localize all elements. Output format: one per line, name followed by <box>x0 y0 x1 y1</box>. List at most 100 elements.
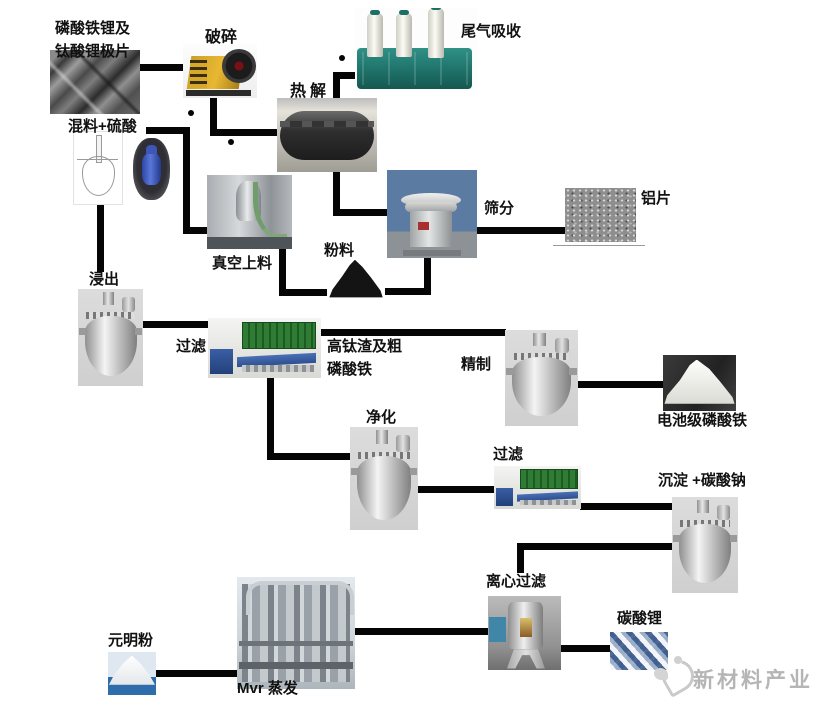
connector-mixer-top <box>146 127 190 134</box>
powder-label: 粉料 <box>324 242 355 259</box>
reactor-flange-shape <box>679 520 731 527</box>
connector-mix-to-leaching <box>97 202 104 272</box>
vacuum-feeder-image <box>207 175 292 249</box>
raw-material-line2: 钛酸锂极片 <box>55 43 131 61</box>
centrifuge-box-shape <box>489 616 506 642</box>
raw-material-line1: 磷酸铁锂及 <box>55 20 131 37</box>
connector-refine-to-product <box>577 381 665 388</box>
filter-press-screw-shape <box>241 364 315 372</box>
crusher-base-shape <box>185 90 252 96</box>
connector-precip-left <box>517 543 673 550</box>
sodium-sulfate-image <box>108 652 156 695</box>
electrode-scrap-image <box>50 50 140 114</box>
leaching-label: 浸出 <box>89 271 120 288</box>
filter-press-tank-shape <box>210 349 233 375</box>
sodium-sulfate-label: 元明粉 <box>108 632 154 649</box>
connector-kiln-up <box>333 72 340 102</box>
connector-press1-down <box>267 377 274 460</box>
connector-leach-to-press1 <box>142 321 210 328</box>
mvr-deck-shape <box>239 662 353 669</box>
white-powder-pile-shape <box>664 359 735 404</box>
reactor-nozzle-shape <box>135 327 142 335</box>
drawing-support-line <box>76 159 119 161</box>
leaching-reactor-image <box>78 289 143 386</box>
battery-grade-fepo4-image <box>663 355 736 411</box>
reactor-motor-shape <box>697 499 709 514</box>
aluminum-label: 铝片 <box>641 190 672 207</box>
connector-kiln-down <box>333 170 340 216</box>
aluminum-underline <box>553 245 645 246</box>
connector-dot <box>228 139 234 145</box>
reactor-aux-shape <box>396 435 410 452</box>
lithium-carbonate-label: 碳酸锂 <box>617 610 663 627</box>
screening-label: 筛分 <box>484 200 515 217</box>
jaw-crusher-image <box>183 44 257 98</box>
mvr-label: Mvr 蒸发 <box>237 680 298 697</box>
crushing-label: 破碎 <box>205 29 238 46</box>
feeder-hose-shape <box>253 182 287 239</box>
mvr-pipe-shape <box>246 581 354 615</box>
connector-sieve-down <box>424 258 431 295</box>
precipitation-label: 沉淀 +碳酸钠 <box>658 472 746 489</box>
reactor-nozzle-shape <box>569 368 577 376</box>
battery-grade-label: 电池级磷酸铁 <box>657 412 748 429</box>
purification-label: 净化 <box>366 409 397 426</box>
reactor-motor-shape <box>375 430 389 445</box>
reactor-motor-shape <box>102 291 115 306</box>
reactor-nozzle-shape <box>79 327 86 335</box>
absorber-column-shape <box>428 8 445 59</box>
aluminum-flakes-image <box>565 188 636 242</box>
tail-gas-absorber-image <box>355 8 477 92</box>
purification-reactor-image <box>350 427 418 530</box>
connector-purif-to-press2 <box>415 486 497 493</box>
absorber-column-shape <box>396 10 413 57</box>
crusher-flywheel-shape <box>221 49 256 83</box>
logo-dot-shape <box>674 656 682 664</box>
tail-gas-label: 尾气吸收 <box>461 23 522 40</box>
reactor-body-shape <box>678 523 732 584</box>
mixing-reactor-drawing <box>73 131 123 205</box>
filtration2-label: 过滤 <box>493 446 524 463</box>
filter-press-1-image <box>208 318 321 378</box>
sieve-ring-shape <box>405 201 458 213</box>
centrifugal-label: 离心过滤 <box>486 573 547 590</box>
filter-press-screw-shape <box>520 499 576 505</box>
reactor-aux-shape <box>554 337 570 354</box>
feeder-base-shape <box>207 237 292 249</box>
reactor-aux-shape <box>716 504 731 521</box>
connector-scrap-to-crusher <box>140 64 190 71</box>
mixing-label: 混料+硫酸 <box>68 118 137 135</box>
black-powder-image <box>327 257 385 302</box>
logo-wing-shape <box>654 668 668 680</box>
connector-crusher-down <box>210 96 217 136</box>
drawing-vessel-outline <box>81 156 116 196</box>
mvr-deck-shape <box>239 640 353 647</box>
reactor-motor-shape <box>532 332 546 347</box>
refining-reactor-image <box>505 330 578 426</box>
reactor-nozzle-shape <box>351 468 359 476</box>
reactor-nozzle-shape <box>673 535 680 543</box>
mvr-evaporator-image <box>237 577 355 689</box>
sodium-sulfate-pile-shape <box>108 655 156 685</box>
crusher-grill-shape <box>190 60 207 89</box>
ti-slag-label: 高钛渣及粗 磷酸铁 <box>327 335 402 382</box>
reactor-aux-shape <box>122 296 136 313</box>
sieve-feet-shape <box>403 250 461 257</box>
pyrolysis-label: 热解 <box>290 83 331 100</box>
connector-dot <box>339 55 345 61</box>
reactor-body-shape <box>512 356 571 417</box>
brand-logo-icon <box>654 654 700 698</box>
ti-slag-line2: 磷酸铁 <box>327 361 373 379</box>
centrifuge-label-shape <box>520 618 532 638</box>
connector-sieve-to-aluminum <box>475 227 569 234</box>
connector-vacuum-to-powder <box>279 289 329 296</box>
absorber-tank-shape <box>357 48 473 89</box>
centrifuge-legs-shape <box>506 649 545 669</box>
connector-centrifuge-to-mvr <box>354 628 489 635</box>
filter-press-plates-shape <box>242 321 317 349</box>
refining-label: 精制 <box>461 356 492 373</box>
connector-vacuum-down <box>279 247 286 296</box>
ti-slag-line1: 高钛渣及粗 <box>327 338 403 355</box>
filter-press-plates-shape <box>519 468 578 489</box>
reactor-body-shape <box>84 316 137 377</box>
